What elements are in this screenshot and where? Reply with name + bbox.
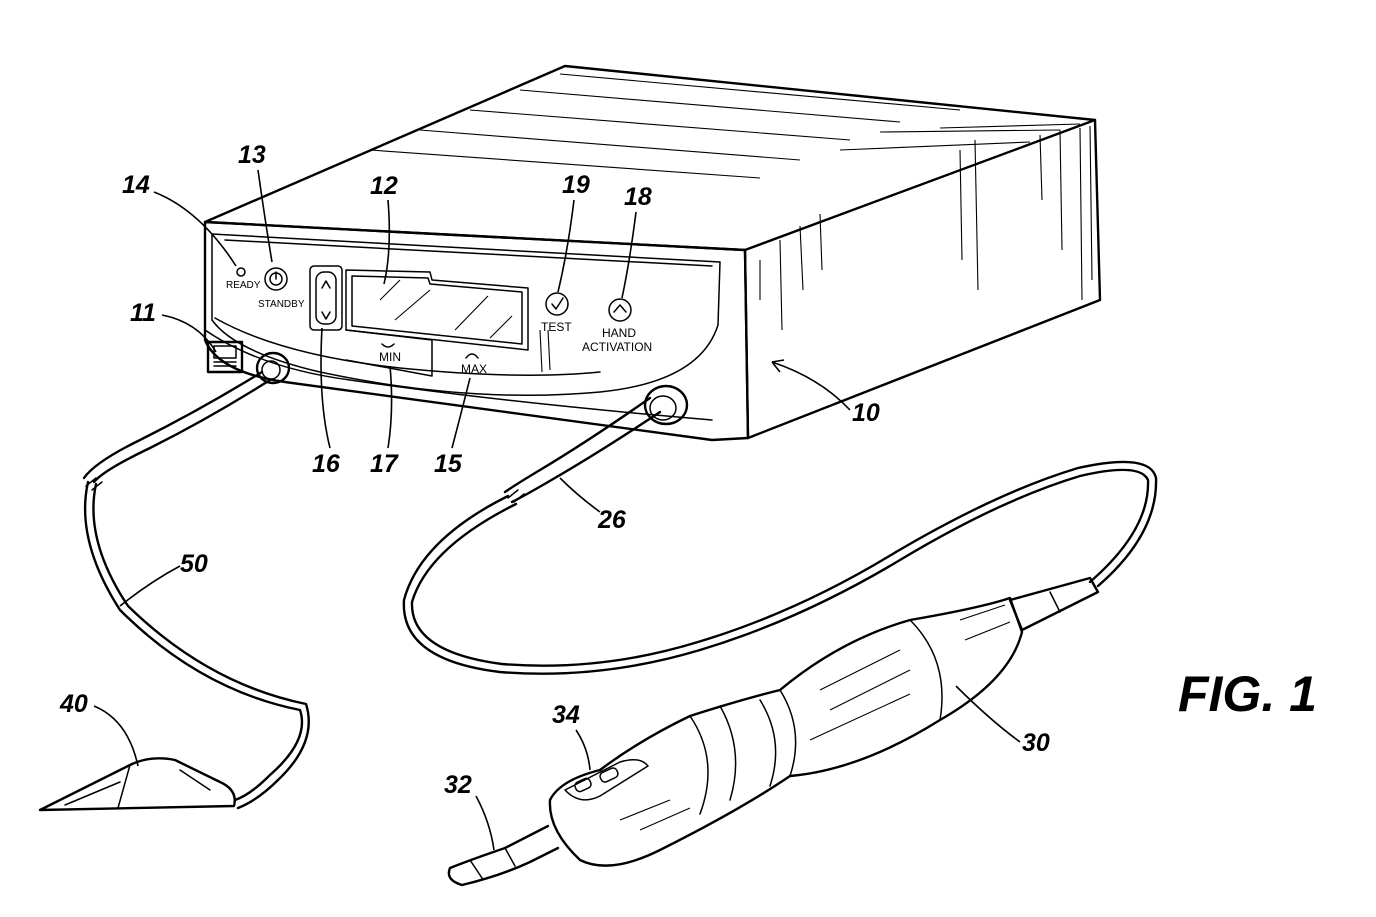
handpiece[interactable] — [550, 578, 1098, 866]
standby-button[interactable] — [265, 268, 287, 290]
activation-label: ACTIVATION — [582, 340, 652, 354]
numeral-40: 40 — [59, 690, 88, 718]
numeral-50: 50 — [180, 550, 208, 578]
generator-console — [205, 66, 1100, 440]
blade — [449, 826, 558, 885]
ready-label: READY — [226, 280, 261, 291]
ready-indicator-light — [237, 268, 245, 276]
max-label: MAX — [461, 362, 487, 376]
numeral-14: 14 — [122, 171, 150, 199]
numeral-11: 11 — [130, 299, 156, 327]
numeral-17: 17 — [370, 450, 399, 478]
test-button[interactable] — [546, 293, 568, 315]
top-face-hatching — [370, 74, 1080, 178]
numeral-32: 32 — [444, 771, 472, 799]
reference-numerals: 13 14 12 19 18 11 10 16 17 15 26 50 40 3… — [59, 141, 1050, 850]
numeral-16: 16 — [312, 450, 341, 478]
side-face-hatching — [760, 126, 1092, 330]
numeral-12: 12 — [370, 172, 398, 200]
footswitch-cable — [84, 372, 309, 808]
numeral-10: 10 — [852, 399, 880, 427]
test-label: TEST — [541, 320, 572, 334]
power-adjust-buttons[interactable] — [310, 266, 342, 330]
standby-label: STANDBY — [258, 299, 305, 310]
numeral-15: 15 — [434, 450, 463, 478]
numeral-19: 19 — [562, 171, 590, 199]
footswitch-port — [257, 353, 289, 383]
lcd-display — [346, 270, 528, 350]
figure-label: FIG. 1 — [1178, 666, 1317, 722]
handpiece-cable — [404, 398, 1156, 674]
numeral-30: 30 — [1022, 729, 1050, 757]
numeral-13: 13 — [238, 141, 266, 169]
hand-label: HAND — [602, 326, 636, 340]
numeral-34: 34 — [552, 701, 580, 729]
numeral-18: 18 — [624, 183, 652, 211]
min-label: MIN — [379, 350, 401, 364]
numeral-26: 26 — [597, 506, 627, 534]
hand-activation-button[interactable] — [609, 299, 631, 321]
